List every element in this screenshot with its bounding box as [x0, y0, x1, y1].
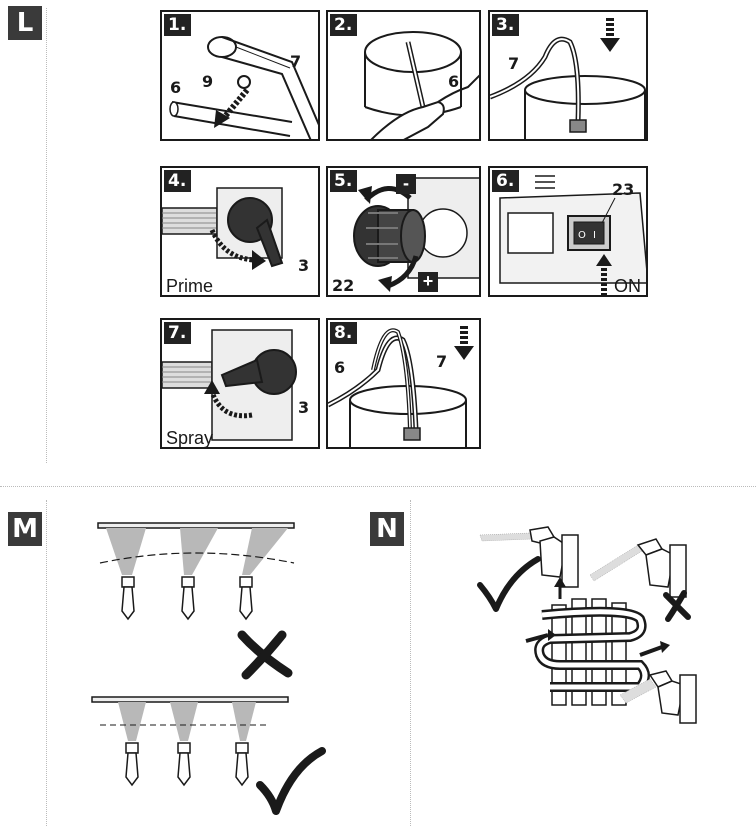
callout-3: 3: [298, 398, 310, 417]
hose-connection-illustration: [169, 36, 318, 139]
check-icon: [477, 556, 541, 612]
step-7-number: 7.: [164, 322, 192, 344]
step-8-panel: 8. 6 7: [326, 318, 481, 449]
mode-label-prime: Prime: [166, 276, 214, 296]
spray-gun-icon: [619, 670, 697, 724]
section-m-divider: [46, 500, 47, 826]
svg-text:O: O: [578, 230, 586, 241]
spray-nozzle-icon: [235, 742, 249, 787]
spray-nozzle-icon: [177, 742, 191, 787]
callout-6: 6: [448, 72, 460, 91]
spray-overlap-diagram: [91, 522, 326, 815]
spray-gun-icon: [589, 538, 687, 598]
spray-nozzle-icon: [121, 576, 135, 621]
step-5-panel: 5. - + 22: [326, 166, 481, 297]
section-l-divider: [46, 8, 47, 463]
section-n-divider: [410, 500, 411, 826]
spray-gun-icon: [479, 526, 579, 588]
callout-3: 3: [298, 256, 310, 275]
spray-pattern-grid: [525, 577, 670, 706]
spray-nozzle-icon: [125, 742, 139, 787]
switch-state-on: ON: [614, 276, 641, 296]
callout-9: 9: [202, 72, 214, 91]
spray-technique-diagram: [477, 526, 697, 724]
spray-nozzle-icon: [181, 576, 195, 621]
step-4-number: 4.: [164, 170, 192, 192]
callout-23: 23: [612, 180, 635, 199]
step-6-number: 6.: [492, 170, 520, 192]
step-4-panel: 4. 3 Prime: [160, 166, 320, 297]
arrow-down-icon: [600, 18, 620, 52]
callout-22: 22: [332, 276, 355, 295]
check-icon: [256, 747, 326, 815]
step-7-panel: 7. 3 Spray: [160, 318, 320, 449]
step-1-number: 1.: [164, 14, 192, 36]
decrease-sign-icon: -: [396, 174, 416, 194]
section-badge-n: N: [370, 512, 404, 546]
hose-in-container-illustration: [490, 18, 646, 139]
step-6-panel: 6. O I 23 ON: [488, 166, 648, 297]
container-hose-illustration: [364, 31, 479, 139]
increase-sign-icon: +: [418, 272, 438, 292]
arrow-down-icon: [454, 326, 474, 360]
callout-6: 6: [170, 78, 182, 97]
pressure-knob-illustration: [353, 177, 479, 292]
step-5-number: 5.: [330, 170, 358, 192]
mode-label-spray: Spray: [166, 428, 214, 448]
step-3-panel: 3. 7: [488, 10, 648, 141]
callout-7: 7: [508, 54, 520, 73]
power-switch-illustration: O I: [499, 175, 646, 295]
section-separator: [0, 486, 756, 487]
cross-icon: [237, 630, 293, 680]
section-badge-m: M: [8, 512, 42, 546]
cross-icon: [663, 590, 691, 622]
hoses-in-container-illustration: [328, 326, 474, 447]
callout-6: 6: [334, 358, 346, 377]
svg-text:I: I: [593, 230, 596, 241]
callout-7: 7: [436, 352, 448, 371]
callout-7: 7: [290, 52, 302, 71]
step-2-number: 2.: [330, 14, 358, 36]
step-3-number: 3.: [492, 14, 520, 36]
prime-valve-illustration: [162, 187, 284, 270]
spray-valve-illustration: [162, 329, 297, 441]
step-8-number: 8.: [330, 322, 358, 344]
section-badge-l: L: [8, 6, 42, 40]
step-2-panel: 2. 6: [326, 10, 481, 141]
step-1-panel: 1. 6 9 7: [160, 10, 320, 141]
spray-nozzle-icon: [239, 576, 253, 621]
